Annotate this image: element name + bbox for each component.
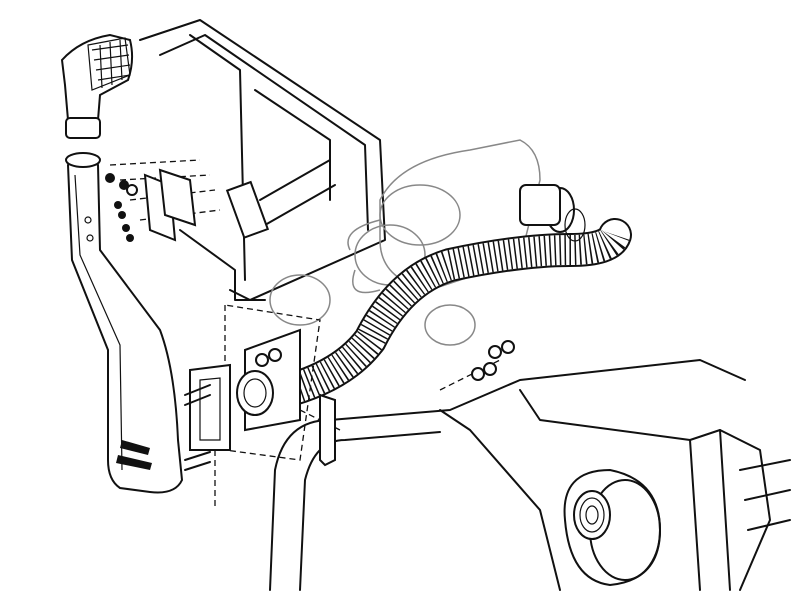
fastener-icon bbox=[105, 173, 515, 471]
vehicle-fender bbox=[269, 359, 791, 591]
snorkel-head-icon bbox=[60, 33, 134, 168]
air-filter-icon bbox=[269, 139, 541, 346]
snorkel-elbow-icon bbox=[236, 370, 274, 416]
air-hose-icon bbox=[253, 218, 632, 412]
headlight-icon bbox=[573, 490, 611, 540]
hose-clamp-icon bbox=[519, 184, 586, 242]
vehicle-a-pillar bbox=[139, 19, 386, 301]
